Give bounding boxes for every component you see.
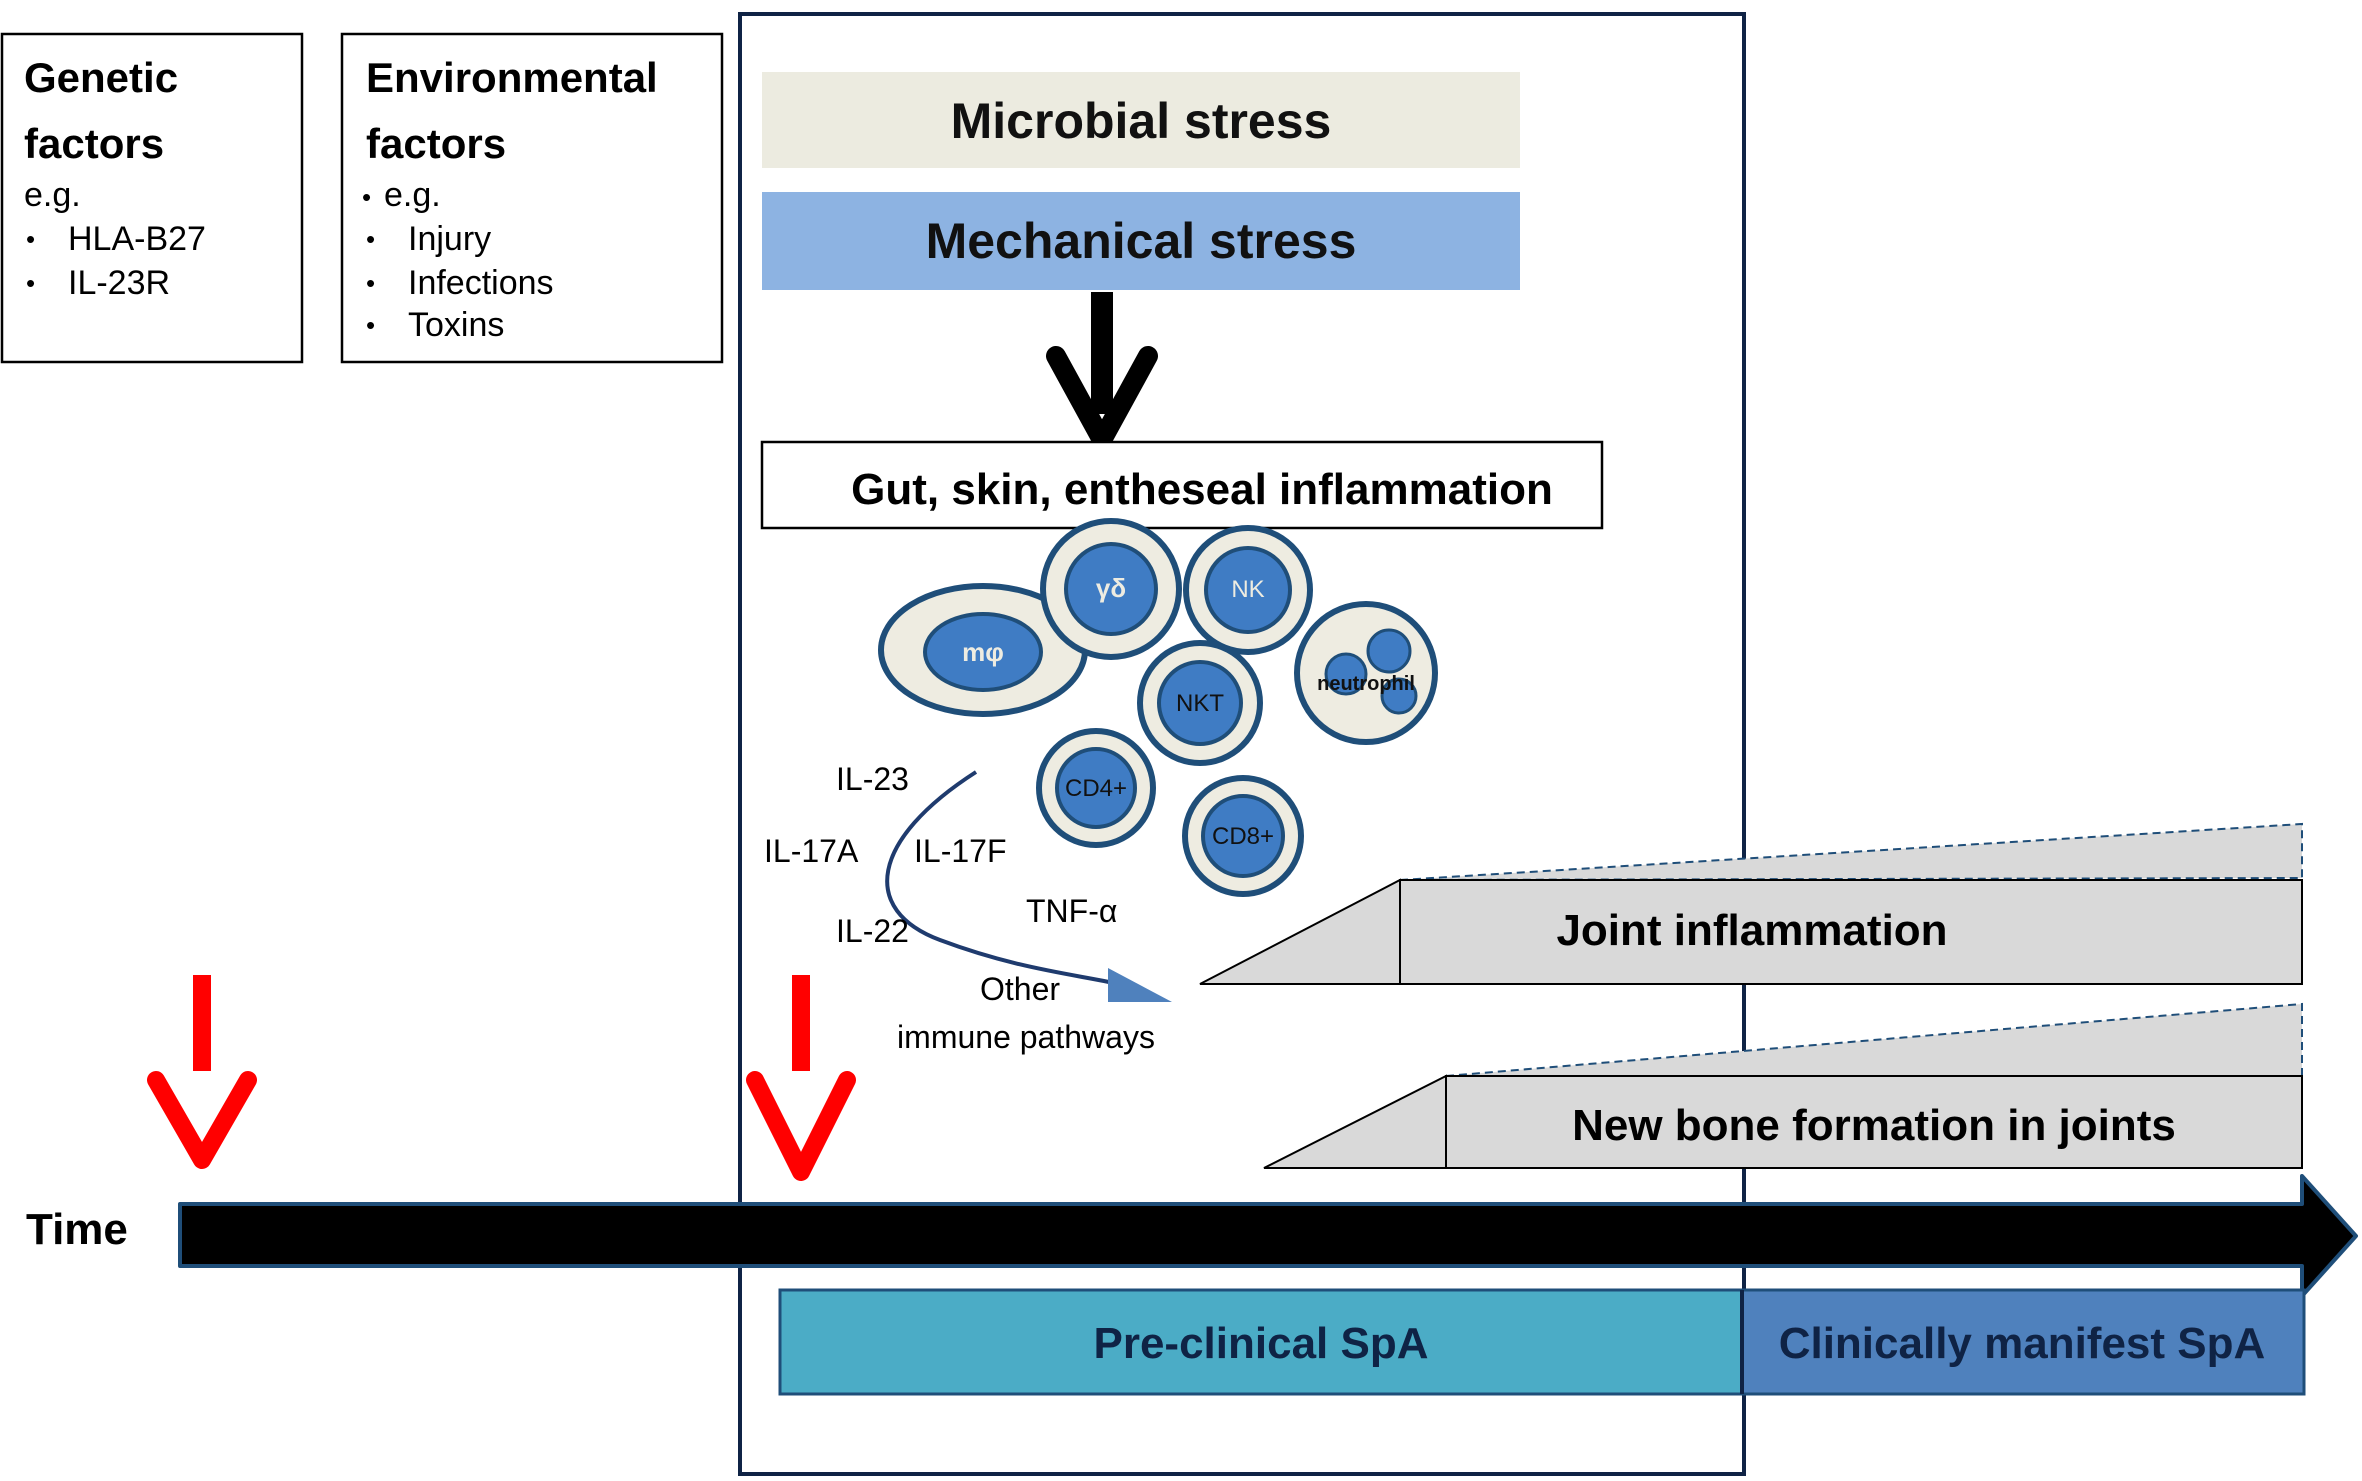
nkt-cell: NKT xyxy=(1137,640,1263,766)
environmental-item: Toxins xyxy=(408,306,504,344)
bullet-icon: • xyxy=(366,310,375,340)
bullet-icon: • xyxy=(366,224,375,254)
environmental-title-line2: factors xyxy=(366,120,506,167)
cd4-label: CD4+ xyxy=(1065,775,1127,802)
genetic-title-line2: factors xyxy=(24,120,164,167)
macrophage-cell: mφ xyxy=(878,583,1088,717)
gamma-delta-label: γδ xyxy=(1096,573,1126,603)
time-label: Time xyxy=(26,1205,128,1254)
clinical-stage-bar: Clinically manifest SpA xyxy=(1740,1288,2306,1396)
nkt-label: NKT xyxy=(1176,690,1224,717)
environmental-title-line1: Environmental xyxy=(366,54,658,101)
genetic-factors-box: Genetic factors e.g. • HLA-B27 • IL-23R xyxy=(0,32,304,364)
gamma-delta-cell: γδ xyxy=(1040,518,1182,660)
microbial-stress-bar: Microbial stress xyxy=(762,72,1520,168)
other-pathways-label-line2: immune pathways xyxy=(897,1019,1155,1055)
environmental-item: Infections xyxy=(408,264,554,302)
other-pathways-label-line1: Other xyxy=(980,971,1060,1007)
arrowhead-icon xyxy=(1108,968,1172,1002)
il23-label: IL-23 xyxy=(836,761,909,797)
environmental-factors-box: Environmental factors • e.g. • Injury • … xyxy=(340,32,724,364)
red-arrow-icon xyxy=(746,975,856,1181)
genetic-item: IL-23R xyxy=(68,264,170,302)
mechanical-stress-bar: Mechanical stress xyxy=(762,192,1520,290)
il17a-label: IL-17A xyxy=(764,833,859,869)
cd4-cell: CD4+ xyxy=(1036,728,1156,848)
cytokine-pathway-curve xyxy=(885,770,1119,986)
joint-inflammation-wedge: Joint inflammation xyxy=(1199,822,2303,985)
il17f-label: IL-17F xyxy=(914,833,1006,869)
genetic-eg: e.g. xyxy=(24,176,81,214)
bone-formation-label: New bone formation in joints xyxy=(1572,1101,2176,1150)
tnf-label: TNF-α xyxy=(1026,893,1117,929)
bullet-icon: • xyxy=(366,268,375,298)
joint-inflammation-label: Joint inflammation xyxy=(1556,906,1947,955)
clinical-label: Clinically manifest SpA xyxy=(1779,1319,2266,1368)
il22-label: IL-22 xyxy=(836,913,909,949)
nk-cell: NK xyxy=(1183,525,1313,655)
bullet-icon: • xyxy=(362,182,371,212)
bullet-icon: • xyxy=(26,268,35,298)
preclinical-stage-bar: Pre-clinical SpA xyxy=(778,1288,1744,1396)
environmental-item: Injury xyxy=(408,220,491,258)
central-frame xyxy=(738,12,1746,1476)
bullet-icon: • xyxy=(26,224,35,254)
neutrophil-label: neutrophil xyxy=(1317,673,1415,695)
genetic-item: HLA-B27 xyxy=(68,220,206,258)
bone-formation-wedge: New bone formation in joints xyxy=(1263,1002,2303,1169)
cd8-cell: CD8+ xyxy=(1182,775,1304,897)
environmental-eg: e.g. xyxy=(384,176,441,214)
preclinical-label: Pre-clinical SpA xyxy=(1093,1319,1428,1368)
genetic-title-line1: Genetic xyxy=(24,54,178,101)
microbial-stress-label: Microbial stress xyxy=(951,93,1332,149)
macrophage-label: mφ xyxy=(962,637,1004,667)
down-arrow-icon xyxy=(1046,292,1158,450)
inflammation-box: Gut, skin, entheseal inflammation xyxy=(760,440,1604,530)
cd8-label: CD8+ xyxy=(1212,823,1274,850)
red-arrow-icon xyxy=(147,975,257,1169)
mechanical-stress-label: Mechanical stress xyxy=(926,213,1357,269)
inflammation-label: Gut, skin, entheseal inflammation xyxy=(851,465,1553,514)
nk-label: NK xyxy=(1231,576,1264,603)
neutrophil-cell: neutrophil xyxy=(1294,601,1438,745)
time-arrow xyxy=(178,1174,2358,1298)
